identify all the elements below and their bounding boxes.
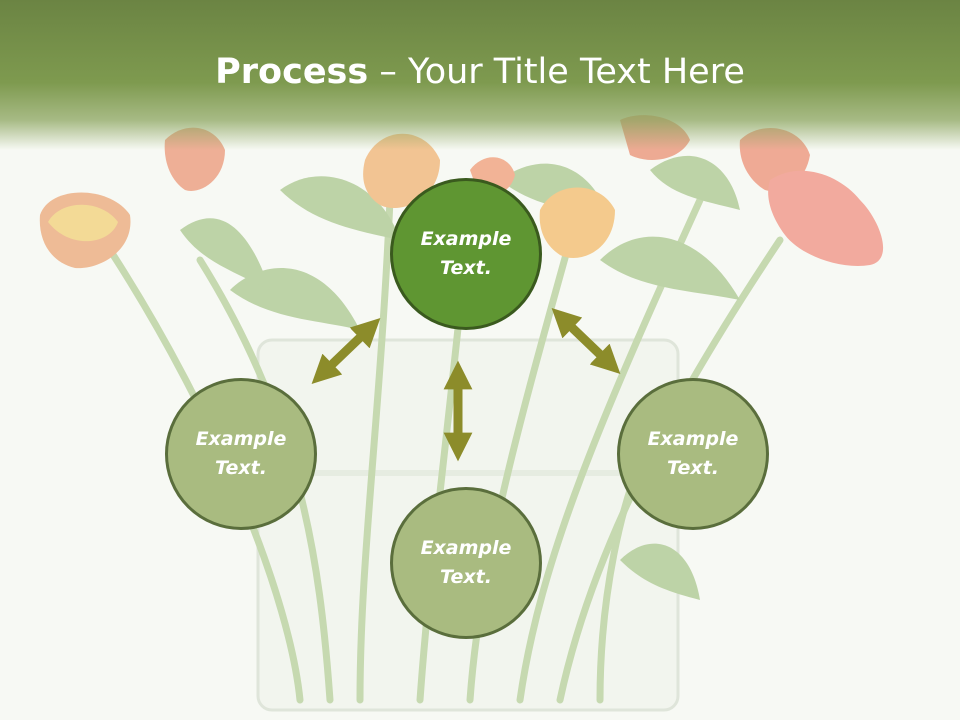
node-left-line2: Text. — [215, 457, 267, 479]
node-right-line2: Text. — [667, 457, 719, 479]
title-rest: – Your Title Text Here — [368, 52, 745, 92]
node-right-line1: Example — [647, 428, 739, 450]
slide-title: Process – Your Title Text Here — [0, 52, 960, 92]
node-top-line2: Text. — [440, 257, 492, 279]
node-left-line1: Example — [195, 428, 287, 450]
node-right: Example Text. — [617, 378, 769, 530]
node-top: Example Text. — [390, 178, 542, 330]
title-bold: Process — [215, 52, 369, 92]
node-left: Example Text. — [165, 378, 317, 530]
title-band — [0, 0, 960, 150]
node-bottom: Example Text. — [390, 487, 542, 639]
node-top-line1: Example — [420, 228, 512, 250]
node-bottom-line2: Text. — [440, 566, 492, 588]
node-bottom-line1: Example — [420, 537, 512, 559]
